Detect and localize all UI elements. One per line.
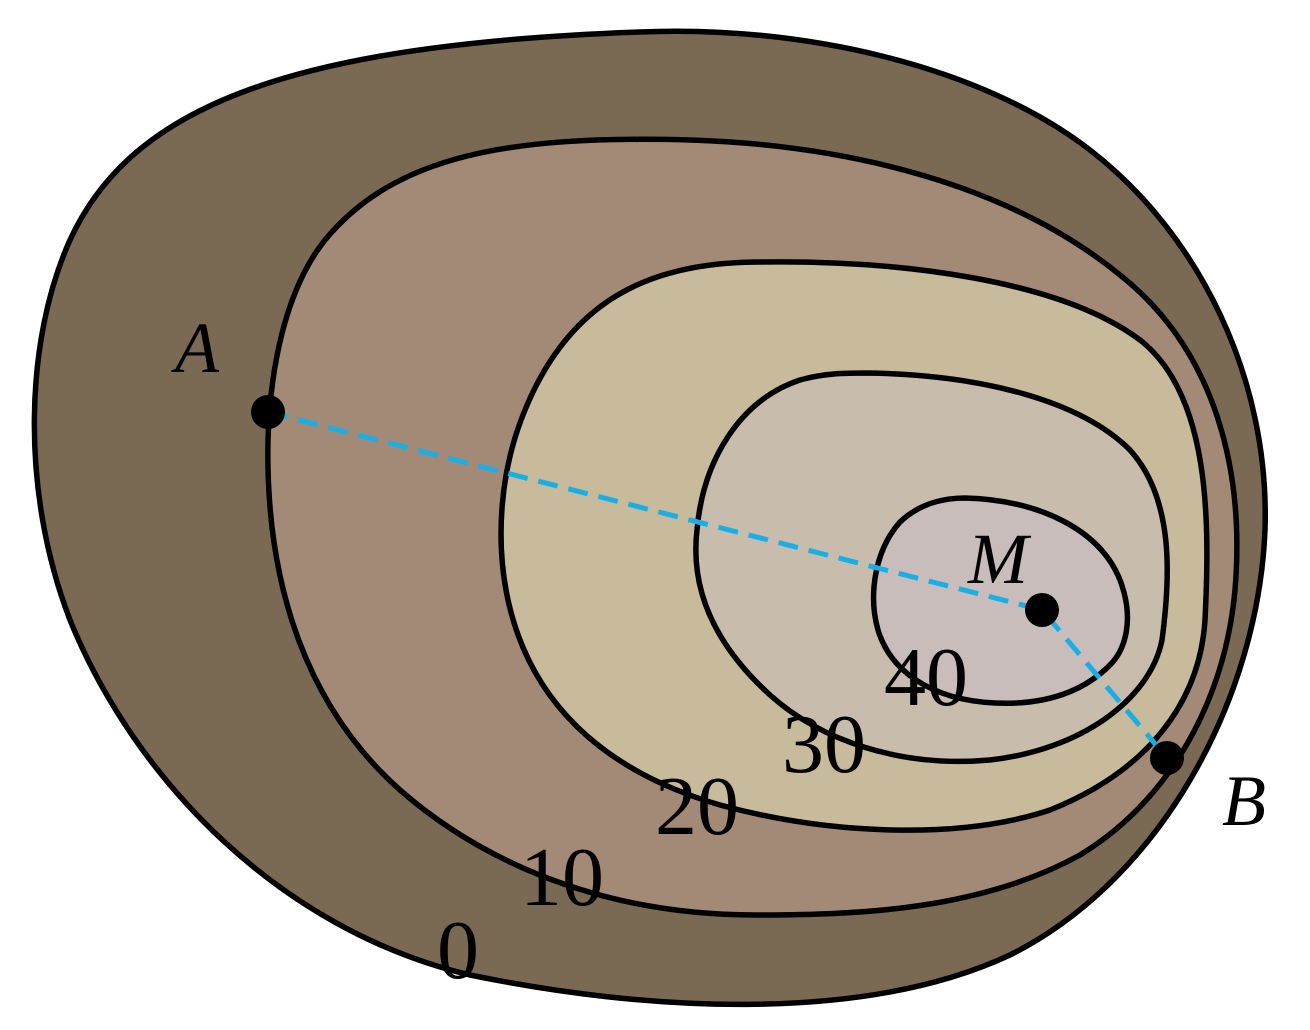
point-A-label: A — [171, 308, 220, 388]
point-A-marker — [251, 395, 285, 429]
point-M-label: M — [967, 519, 1032, 599]
elevation-label-0: 0 — [437, 904, 479, 997]
elevation-label-40: 40 — [884, 631, 968, 724]
point-M-marker — [1025, 593, 1059, 627]
route-line — [267, 409, 1169, 760]
point-B-label: B — [1222, 761, 1266, 841]
elevation-label-10: 10 — [520, 831, 604, 924]
point-B-marker — [1150, 741, 1184, 775]
elevation-label-30: 30 — [782, 698, 866, 791]
elevation-label-20: 20 — [655, 760, 739, 853]
